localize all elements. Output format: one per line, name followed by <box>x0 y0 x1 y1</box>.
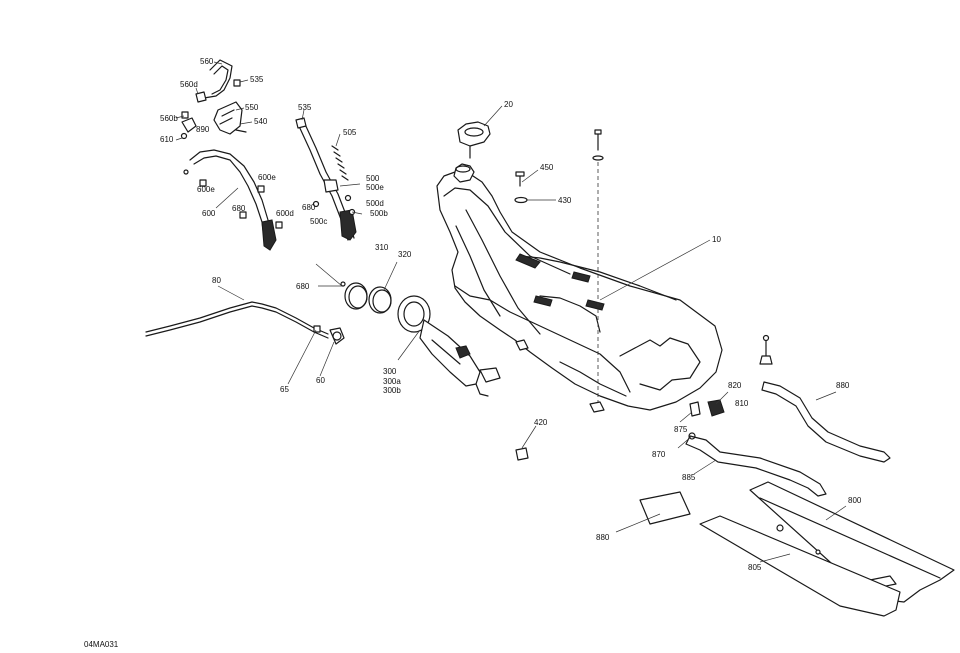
callout-535-line: 535 <box>298 103 312 112</box>
callout-600e-right: 600e <box>258 173 276 182</box>
callout-500e: 500e <box>366 183 384 192</box>
callout-65: 65 <box>280 385 289 394</box>
callout-560b: 560b <box>160 114 178 123</box>
callout-610: 610 <box>160 135 174 144</box>
fuel-tank <box>436 163 723 413</box>
callout-80: 80 <box>212 276 221 285</box>
fuel-line-assembly <box>295 117 357 241</box>
callout-885: 885 <box>682 473 696 482</box>
callout-300b: 300b <box>383 386 401 395</box>
callout-300: 300 <box>383 367 397 376</box>
callout-805: 805 <box>748 563 762 572</box>
tank-mount-hardware <box>514 129 604 402</box>
callout-500c: 500c <box>310 217 327 226</box>
callout-10: 10 <box>712 235 721 244</box>
callout-810: 810 <box>735 399 749 408</box>
callout-420: 420 <box>534 418 548 427</box>
callout-450: 450 <box>540 163 554 172</box>
callout-680-line: 680 <box>302 203 316 212</box>
callout-320: 320 <box>398 250 412 259</box>
callout-875: 875 <box>674 425 688 434</box>
callout-550: 550 <box>245 103 259 112</box>
fuel-pump-module <box>397 295 501 397</box>
callout-880-strap: 880 <box>836 381 850 390</box>
fuel-hose <box>183 149 283 251</box>
callout-labels: 20 10 450 430 420 560 535 560d 550 540 5… <box>160 57 862 572</box>
vent-valve-assembly <box>180 59 247 140</box>
callout-870: 870 <box>652 450 666 459</box>
callout-500b: 500b <box>370 209 388 218</box>
callout-500: 500 <box>366 174 380 183</box>
leader-lines <box>175 61 847 563</box>
callout-20: 20 <box>504 100 513 109</box>
breather-hose <box>145 301 345 345</box>
callout-535-top: 535 <box>250 75 264 84</box>
callout-600d: 600d <box>276 209 294 218</box>
callout-600e-left: 600e <box>197 185 215 194</box>
callout-560d: 560d <box>180 80 198 89</box>
o-rings <box>340 281 392 314</box>
callout-60: 60 <box>316 376 325 385</box>
callout-680-hose: 680 <box>232 204 246 213</box>
callout-890: 890 <box>196 125 210 134</box>
callout-680-ring: 680 <box>296 282 310 291</box>
callout-300a: 300a <box>383 377 401 386</box>
rear-mount-hardware <box>515 334 773 461</box>
callout-820: 820 <box>728 381 742 390</box>
callout-600: 600 <box>202 209 216 218</box>
callout-540: 540 <box>254 117 268 126</box>
reference-code: 04MA031 <box>84 640 119 649</box>
callout-430: 430 <box>558 196 572 205</box>
callout-310: 310 <box>375 243 389 252</box>
tank-straps <box>685 381 891 497</box>
callout-560: 560 <box>200 57 214 66</box>
callout-505: 505 <box>343 128 357 137</box>
fuel-cap <box>457 121 491 159</box>
callout-800: 800 <box>848 496 862 505</box>
callout-880-pad: 880 <box>596 533 610 542</box>
floor-pads <box>639 481 955 617</box>
callout-500d: 500d <box>366 199 384 208</box>
